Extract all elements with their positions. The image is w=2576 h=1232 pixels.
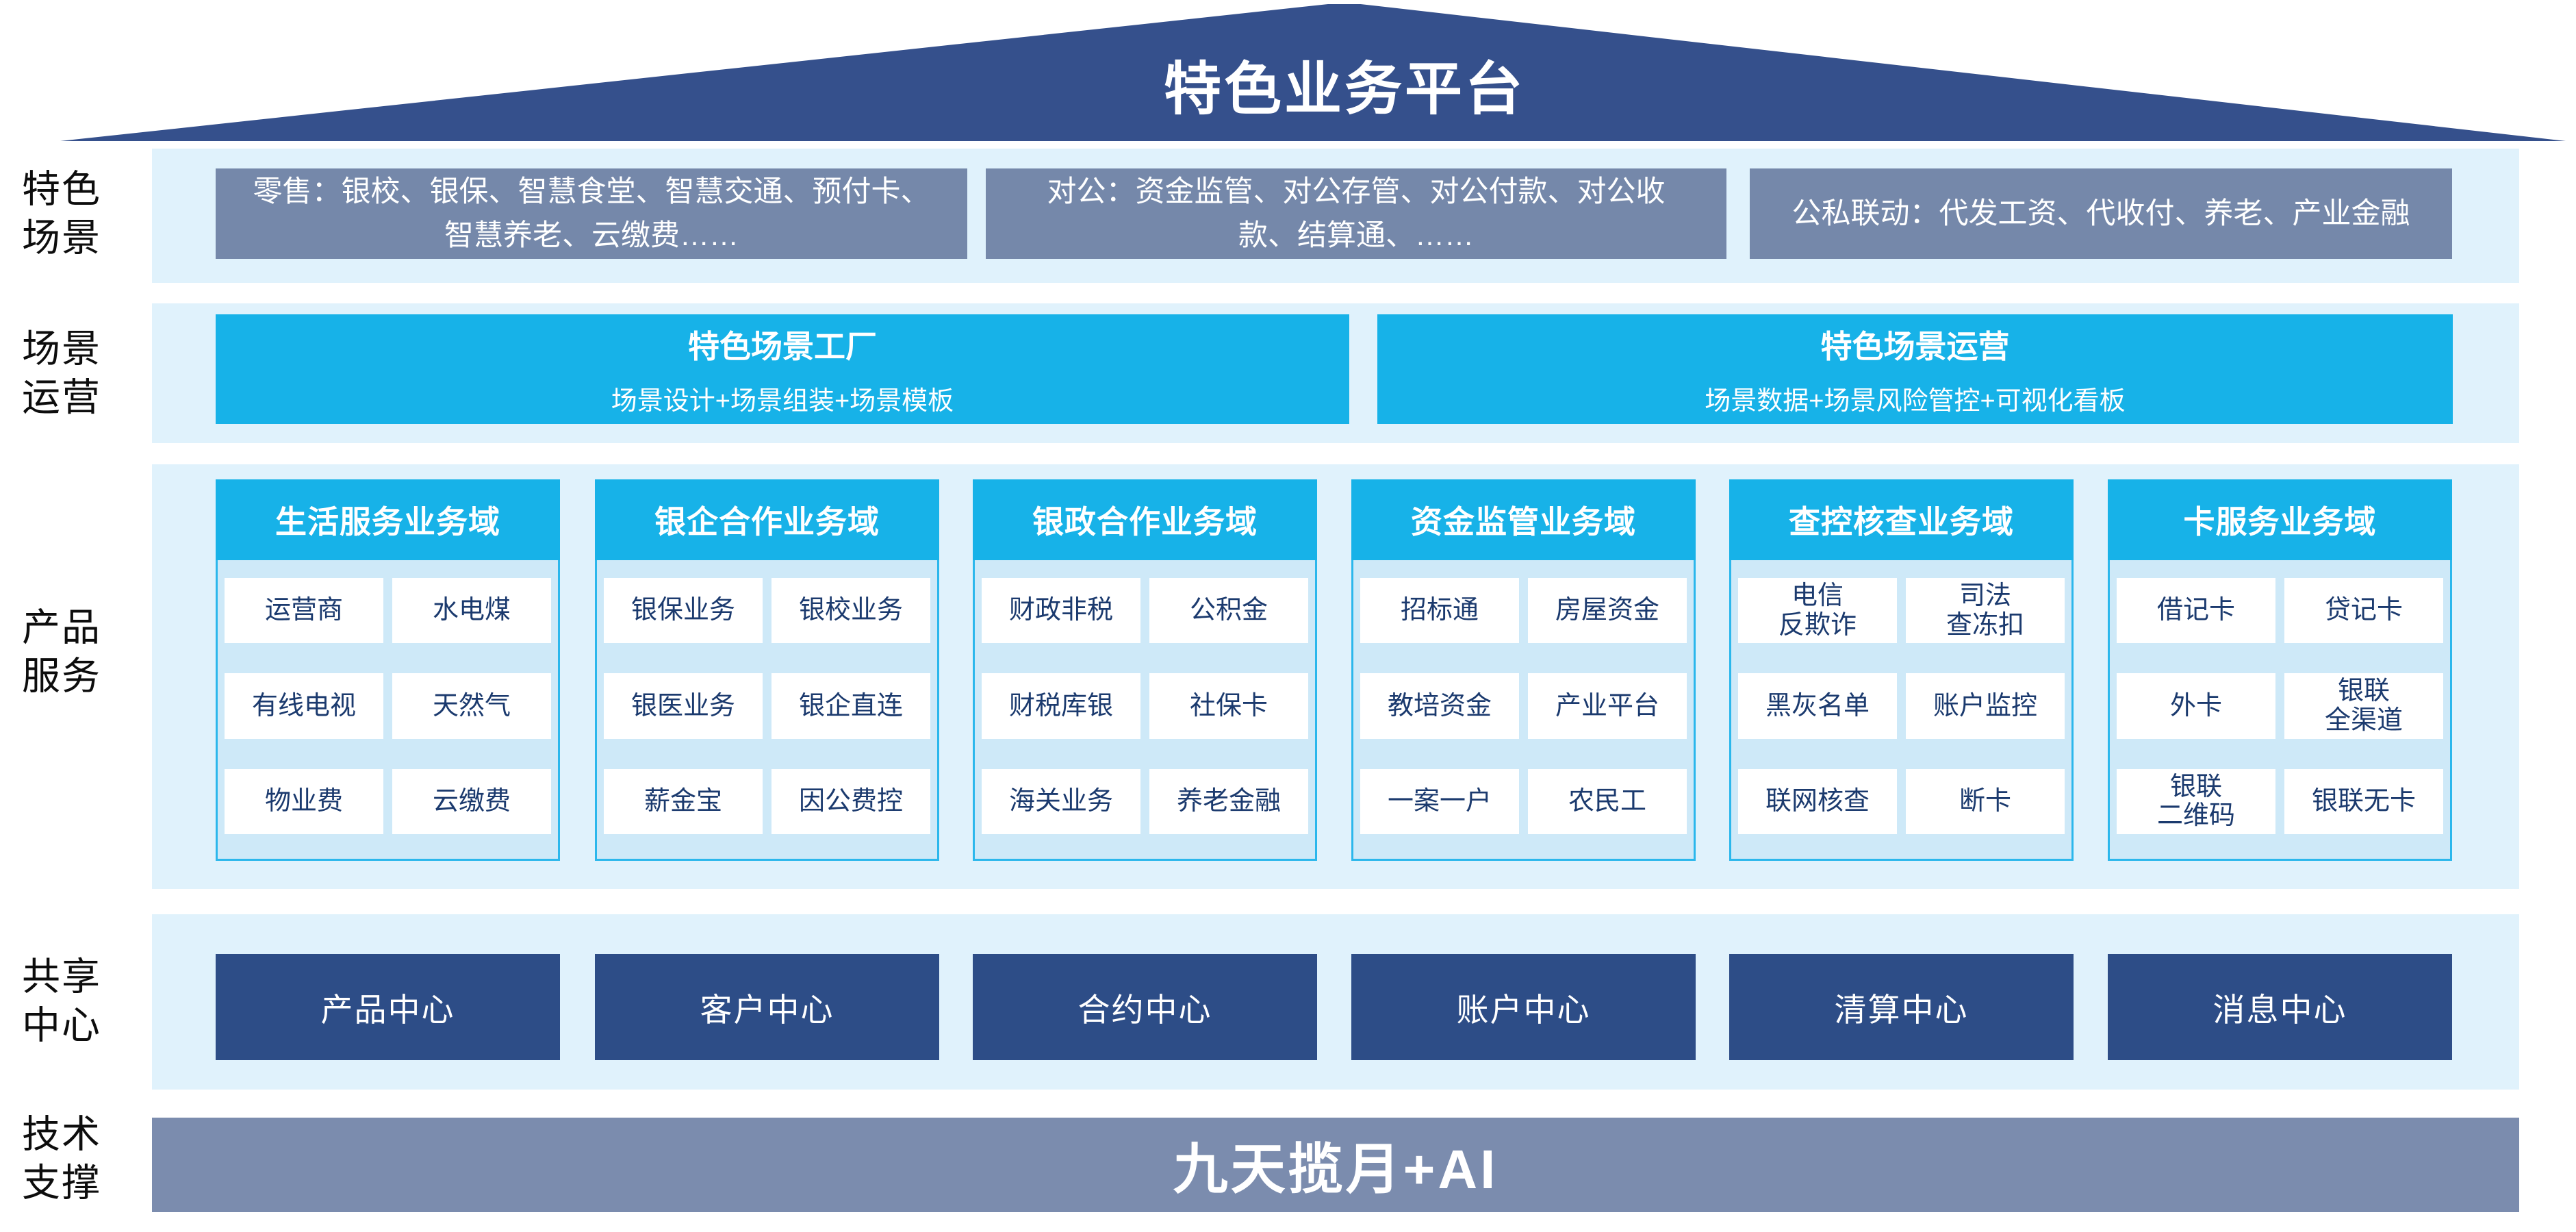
domain-cell: 联网核查 bbox=[1738, 768, 1897, 834]
domain-column-fund-supervision: 资金监管业务域 招标通 房屋资金 教培资金 产业平台 一案一户 农民工 bbox=[1351, 479, 1696, 861]
domain-header: 银企合作业务域 bbox=[595, 479, 939, 560]
center-box-product: 产品中心 bbox=[216, 954, 560, 1060]
domain-cell: 海关业务 bbox=[982, 768, 1140, 834]
domain-cell: 银联无卡 bbox=[2284, 768, 2443, 834]
row-label-centers: 共享 中心 bbox=[22, 955, 101, 1046]
domain-cell: 薪金宝 bbox=[604, 768, 763, 834]
domain-cell: 银医业务 bbox=[604, 673, 763, 739]
domain-cell: 水电煤 bbox=[392, 578, 551, 644]
domain-cell: 黑灰名单 bbox=[1738, 673, 1897, 739]
domain-cell: 教培资金 bbox=[1360, 673, 1519, 739]
row-label-scene: 特色 场景 bbox=[22, 167, 101, 259]
row-label-operation: 场景 运营 bbox=[22, 327, 101, 418]
center-box-customer: 客户中心 bbox=[595, 954, 939, 1060]
domain-cell: 财政非税 bbox=[982, 578, 1140, 644]
domain-cell: 司法 查冻扣 bbox=[1906, 578, 2065, 644]
domain-cell: 银保业务 bbox=[604, 578, 763, 644]
domain-cell: 招标通 bbox=[1360, 578, 1519, 644]
domain-cell: 产业平台 bbox=[1528, 673, 1687, 739]
domain-column-card-services: 卡服务业务域 借记卡 贷记卡 外卡 银联 全渠道 银联 二维码 银联无卡 bbox=[2108, 479, 2452, 861]
scene-factory-title: 特色场景工厂 bbox=[688, 328, 877, 364]
scene-operation-title: 特色场景运营 bbox=[1820, 328, 2010, 364]
center-box-clearing: 清算中心 bbox=[1729, 954, 2074, 1060]
scene-box-corporate: 对公：资金监管、对公存管、对公付款、对公收款、结算通、…… bbox=[986, 168, 1726, 259]
domain-cell: 银联 全渠道 bbox=[2284, 673, 2443, 739]
domain-body: 银保业务 银校业务 银医业务 银企直连 薪金宝 因公费控 bbox=[595, 560, 939, 861]
domain-cell: 物业费 bbox=[225, 768, 383, 834]
tech-support-bar: 九天揽月+AI bbox=[152, 1118, 2519, 1212]
scene-factory-box: 特色场景工厂 场景设计+场景组装+场景模板 bbox=[216, 314, 1349, 424]
scene-factory-subtitle: 场景设计+场景组装+场景模板 bbox=[611, 386, 954, 416]
domain-body: 财政非税 公积金 财税库银 社保卡 海关业务 养老金融 bbox=[973, 560, 1317, 861]
domain-header: 查控核查业务域 bbox=[1729, 479, 2074, 560]
domain-cell: 天然气 bbox=[392, 673, 551, 739]
domain-body: 运营商 水电煤 有线电视 天然气 物业费 云缴费 bbox=[216, 560, 560, 861]
domain-header: 卡服务业务域 bbox=[2108, 479, 2452, 560]
domain-cell: 财税库银 bbox=[982, 673, 1140, 739]
scene-operation-box: 特色场景运营 场景数据+场景风险管控+可视化看板 bbox=[1377, 314, 2453, 424]
scene-operation-subtitle: 场景数据+场景风险管控+可视化看板 bbox=[1705, 386, 2126, 416]
domain-cell: 运营商 bbox=[225, 578, 383, 644]
domain-header: 银政合作业务域 bbox=[973, 479, 1317, 560]
domain-cell: 云缴费 bbox=[392, 768, 551, 834]
domain-body: 借记卡 贷记卡 外卡 银联 全渠道 银联 二维码 银联无卡 bbox=[2108, 560, 2452, 861]
domain-cell: 账户监控 bbox=[1906, 673, 2065, 739]
domain-cell: 养老金融 bbox=[1149, 768, 1308, 834]
domain-cell: 银联 二维码 bbox=[2117, 768, 2275, 834]
domain-column-life-services: 生活服务业务域 运营商 水电煤 有线电视 天然气 物业费 云缴费 bbox=[216, 479, 560, 861]
domain-column-inspection: 查控核查业务域 电信 反欺诈 司法 查冻扣 黑灰名单 账户监控 联网核查 断卡 bbox=[1729, 479, 2074, 861]
domain-cell: 电信 反欺诈 bbox=[1738, 578, 1897, 644]
domain-cell: 银企直连 bbox=[771, 673, 930, 739]
domain-cell: 公积金 bbox=[1149, 578, 1308, 644]
domain-cell: 外卡 bbox=[2117, 673, 2275, 739]
row-label-tech: 技术 支撑 bbox=[22, 1112, 101, 1204]
roof-banner: 特色业务平台 bbox=[60, 4, 2566, 141]
domain-cell: 断卡 bbox=[1906, 768, 2065, 834]
domain-cell: 银校业务 bbox=[771, 578, 930, 644]
domain-cell: 一案一户 bbox=[1360, 768, 1519, 834]
domain-column-bank-enterprise: 银企合作业务域 银保业务 银校业务 银医业务 银企直连 薪金宝 因公费控 bbox=[595, 479, 939, 861]
scene-box-linkage: 公私联动：代发工资、代收付、养老、产业金融 bbox=[1750, 168, 2452, 259]
domain-cell: 农民工 bbox=[1528, 768, 1687, 834]
domain-cell: 房屋资金 bbox=[1528, 578, 1687, 644]
domain-body: 电信 反欺诈 司法 查冻扣 黑灰名单 账户监控 联网核查 断卡 bbox=[1729, 560, 2074, 861]
domain-body: 招标通 房屋资金 教培资金 产业平台 一案一户 农民工 bbox=[1351, 560, 1696, 861]
domain-header: 资金监管业务域 bbox=[1351, 479, 1696, 560]
center-box-account: 账户中心 bbox=[1351, 954, 1696, 1060]
row-label-products: 产品 服务 bbox=[22, 605, 101, 697]
scene-box-retail: 零售：银校、银保、智慧食堂、智慧交通、预付卡、智慧养老、云缴费…… bbox=[216, 168, 967, 259]
domain-cell: 因公费控 bbox=[771, 768, 930, 834]
domain-column-bank-government: 银政合作业务域 财政非税 公积金 财税库银 社保卡 海关业务 养老金融 bbox=[973, 479, 1317, 861]
platform-title: 特色业务平台 bbox=[1163, 56, 1525, 121]
center-box-message: 消息中心 bbox=[2108, 954, 2452, 1060]
domain-header: 生活服务业务域 bbox=[216, 479, 560, 560]
center-box-contract: 合约中心 bbox=[973, 954, 1317, 1060]
domain-cell: 借记卡 bbox=[2117, 578, 2275, 644]
domain-cell: 社保卡 bbox=[1149, 673, 1308, 739]
domain-cell: 贷记卡 bbox=[2284, 578, 2443, 644]
domain-cell: 有线电视 bbox=[225, 673, 383, 739]
